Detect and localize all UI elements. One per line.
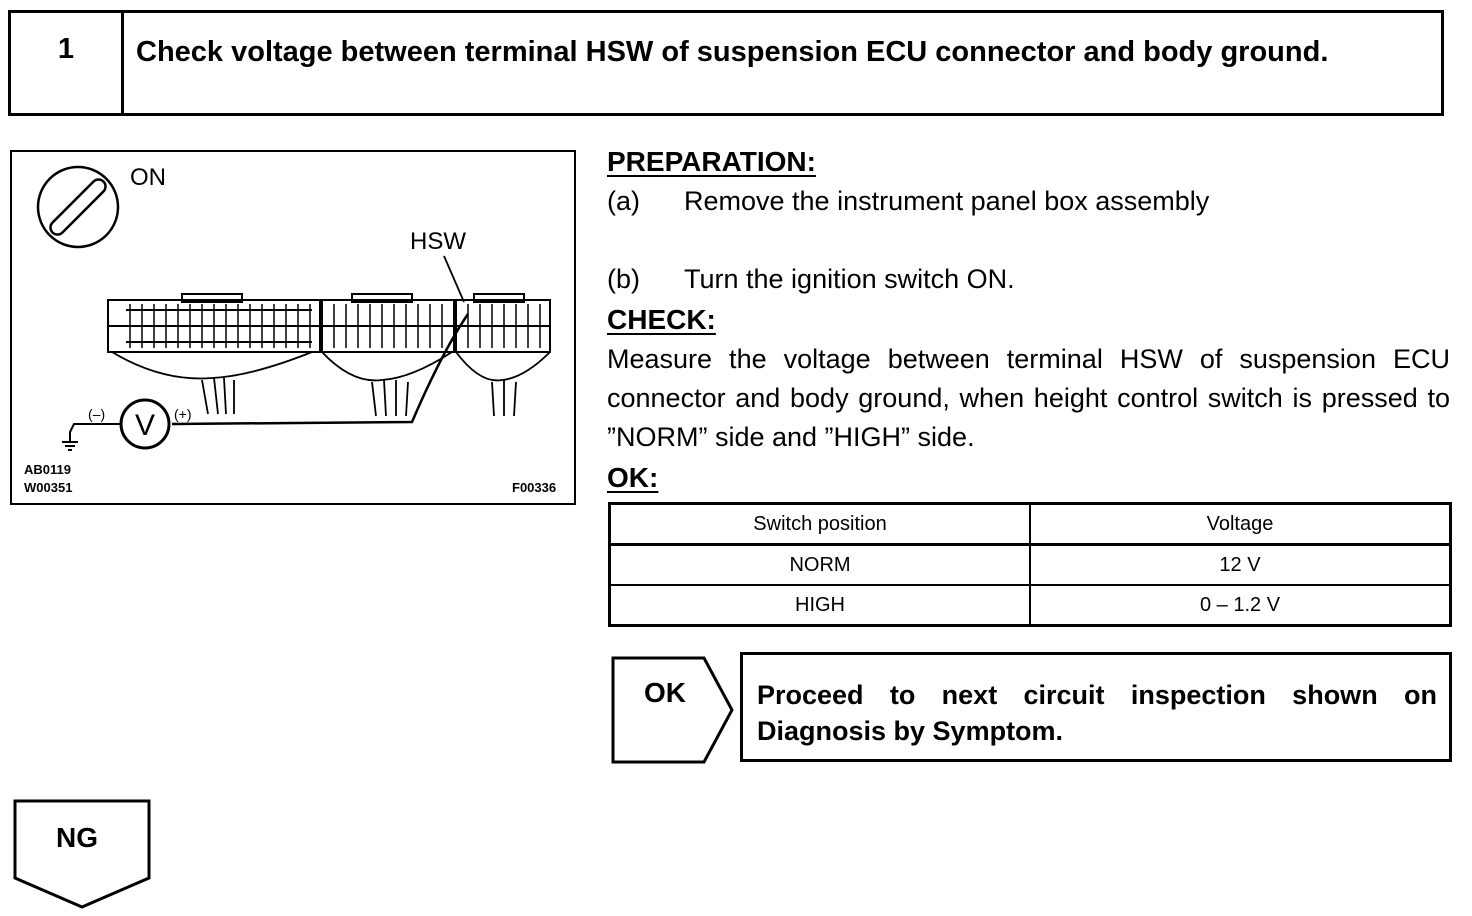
check-heading: CHECK: — [607, 304, 716, 335]
table-cell: 0 – 1.2 V — [1029, 584, 1452, 627]
table-row: HIGH 0 – 1.2 V — [608, 584, 1452, 627]
table-header-row: Switch position Voltage — [608, 502, 1452, 546]
ecu-connector-left — [107, 293, 323, 353]
ok-heading: OK: — [607, 462, 659, 493]
meter-symbol: V — [135, 409, 155, 442]
ignition-switch-icon — [36, 165, 120, 249]
figure-code-2: W00351 — [24, 480, 73, 495]
preparation-heading: PREPARATION: — [607, 146, 816, 177]
step-title: Check voltage between terminal HSW of su… — [136, 36, 1329, 68]
table-cell: HIGH — [608, 584, 1031, 627]
check-text: Measure the voltage between terminal HSW… — [607, 344, 1450, 452]
ok-arrow-icon — [611, 656, 734, 764]
ok-result-label: OK — [644, 677, 686, 708]
wire-harness — [111, 351, 551, 417]
positive-label: (+) — [174, 406, 192, 422]
ecu-connector-right — [453, 293, 551, 353]
ng-result-label: NG — [56, 822, 98, 853]
table-cell: NORM — [608, 543, 1031, 586]
table-header-voltage: Voltage — [1029, 502, 1452, 546]
ok-result-box: Proceed to next circuit inspection shown… — [740, 652, 1452, 762]
prep-step-b-text: Turn the ignition switch ON. — [684, 264, 1015, 294]
table-cell: 12 V — [1029, 543, 1452, 586]
table-header-switch-position: Switch position — [608, 502, 1031, 546]
prep-step-a-text: Remove the instrument panel box assembly — [684, 186, 1210, 216]
ng-arrow-icon — [13, 799, 151, 909]
negative-label: (–) — [88, 406, 106, 422]
ok-spec-table: Switch position Voltage NORM 12 V HIGH 0… — [608, 502, 1452, 627]
prep-step-b: (b) Turn the ignition switch ON. — [607, 264, 1015, 295]
ignition-on-label: ON — [130, 164, 166, 191]
table-row: NORM 12 V — [608, 543, 1452, 586]
hsw-terminal-label: HSW — [410, 228, 466, 255]
figure-code-3: F00336 — [512, 480, 557, 495]
step-header: 1 Check voltage between terminal HSW of … — [8, 10, 1444, 116]
prep-step-a-label: (a) — [607, 186, 640, 216]
step-number: 1 — [11, 13, 124, 113]
ground-symbol-icon — [62, 441, 78, 451]
connector-diagram: V ON HSW (–) (+) AB0119 W00351 F00336 — [10, 150, 576, 505]
prep-step-a: (a) Remove the instrument panel box asse… — [607, 186, 1209, 217]
negative-test-lead — [69, 423, 121, 442]
hsw-leader-line — [443, 255, 465, 303]
prep-step-b-label: (b) — [607, 264, 640, 294]
ecu-connector-middle — [319, 293, 457, 353]
connector-diagram-drawing: V — [36, 165, 551, 451]
figure-code-1: AB0119 — [24, 462, 71, 477]
positive-test-lead — [171, 313, 470, 426]
